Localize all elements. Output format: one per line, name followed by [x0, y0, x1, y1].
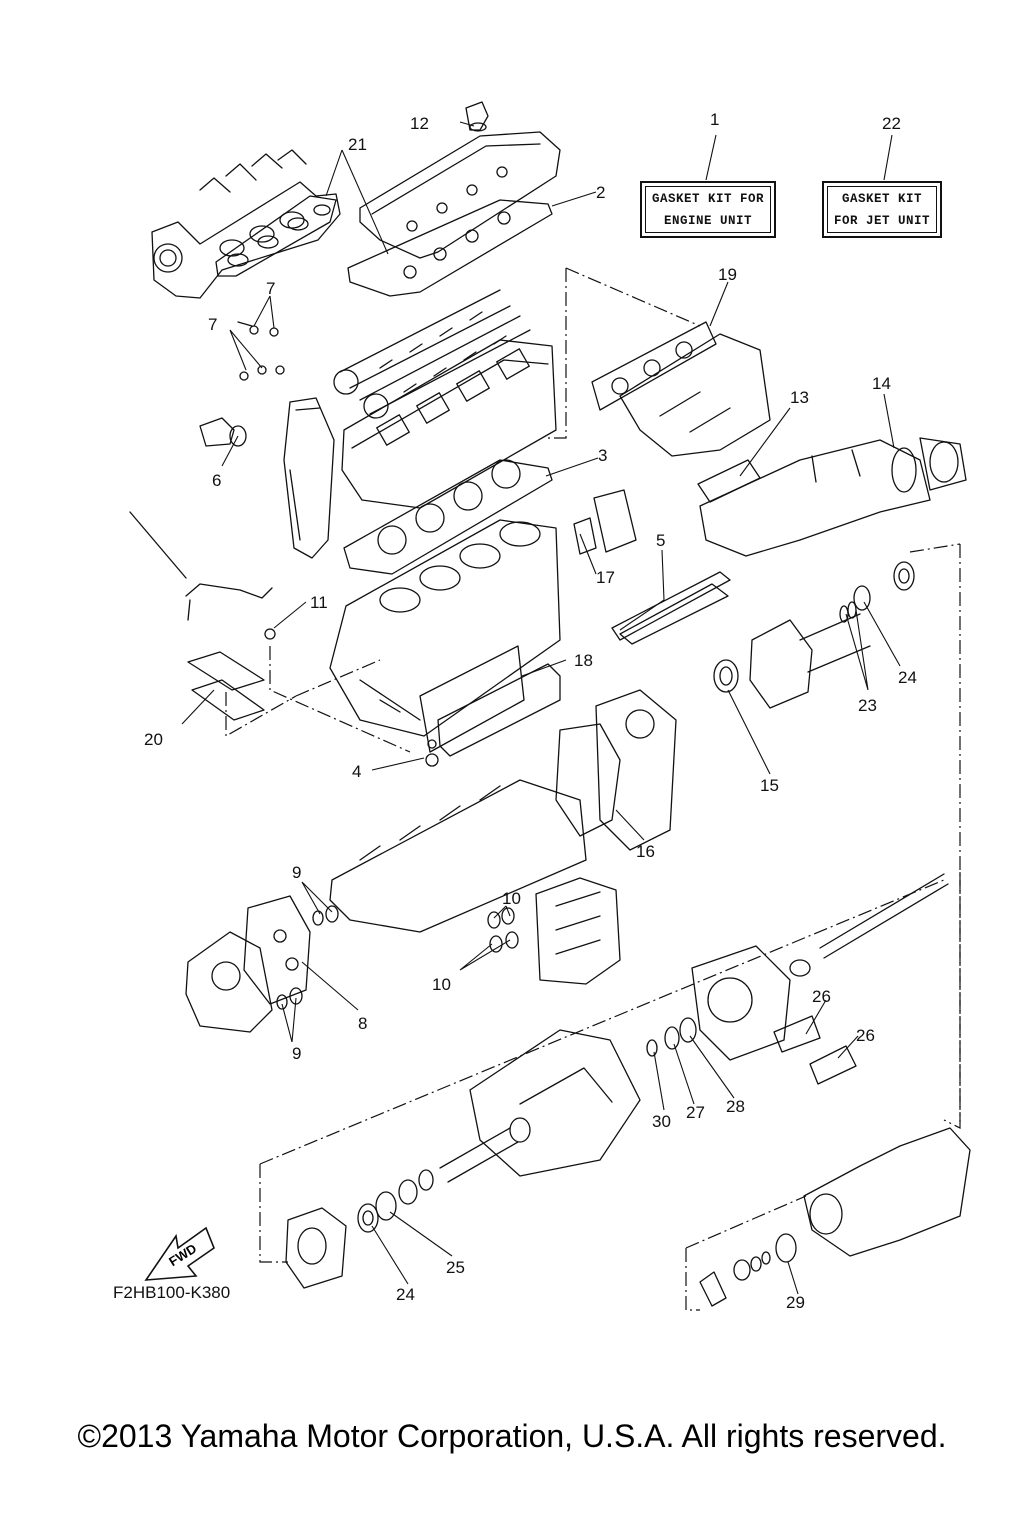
gasket-26-b	[809, 1045, 857, 1085]
drive-shaft	[789, 873, 949, 977]
callout-14: 14	[872, 374, 891, 393]
cylinder-head	[341, 339, 557, 509]
intake-manifold	[151, 149, 341, 299]
gasket-16	[555, 723, 621, 837]
gasket-13	[697, 459, 761, 503]
callout-25: 25	[446, 1258, 465, 1277]
callout-24-upper: 24	[898, 668, 917, 687]
exhaust-outlet	[919, 437, 967, 491]
gasket-18	[419, 645, 525, 753]
callout-29: 29	[786, 1293, 805, 1312]
gasket-14	[891, 447, 917, 493]
diagram-code: F2HB100-K380	[113, 1283, 231, 1302]
callout-13: 13	[790, 388, 809, 407]
starter-unit	[535, 877, 621, 985]
kit-engine-line1: GASKET KIT FOR	[651, 191, 765, 206]
kit-jet-line2: FOR JET UNIT	[833, 213, 930, 228]
callout-9-upper: 9	[292, 863, 301, 882]
breather-hose	[129, 511, 276, 640]
callout-26-upper: 26	[812, 987, 831, 1006]
impeller-housing	[469, 1029, 641, 1177]
fwd-arrow: FWD	[144, 1226, 215, 1281]
exploded-parts-diagram: FWD 2 3 4 5 6 7 7 8 9 9 10 10 11 12 13 1…	[129, 101, 971, 1312]
gasket-8	[243, 895, 311, 1005]
front-housing	[285, 1207, 347, 1289]
shaft-lower	[439, 1127, 519, 1183]
chain-tensioner-6	[199, 417, 247, 447]
leader-lines	[181, 121, 901, 1295]
callout-27: 27	[686, 1103, 705, 1122]
crankcase	[329, 739, 587, 933]
bearing-upper	[893, 561, 915, 591]
gasket-21	[215, 195, 337, 277]
callout-22: 22	[882, 114, 901, 133]
seals-27-28-30	[646, 1017, 697, 1057]
oil-seal-24-upper	[853, 585, 871, 611]
callout-30: 30	[652, 1112, 671, 1131]
gasket-19	[591, 321, 717, 411]
callout-10-lower: 10	[432, 975, 451, 994]
callout-6: 6	[212, 471, 221, 490]
seals-24-25-lower	[357, 1169, 434, 1233]
bearing-housing	[691, 945, 791, 1061]
collar-bushings	[699, 1251, 771, 1307]
callout-7-lower: 7	[208, 315, 217, 334]
callout-16: 16	[636, 842, 655, 861]
gasket-26-a	[773, 1015, 821, 1053]
callout-11: 11	[310, 593, 328, 612]
exhaust-pipe	[699, 439, 931, 557]
copyright-notice: ©2013 Yamaha Motor Corporation, U.S.A. A…	[77, 1418, 947, 1454]
callout-8: 8	[358, 1014, 367, 1033]
nozzle-assembly	[803, 1127, 971, 1257]
callout-18: 18	[574, 651, 593, 670]
camshafts	[333, 289, 531, 419]
coupling-housing	[595, 689, 677, 851]
callout-24-lower: 24	[396, 1285, 415, 1304]
callout-9-lower: 9	[292, 1044, 301, 1063]
magneto-cover	[185, 931, 273, 1033]
water-cover	[437, 663, 561, 757]
plate-gasket-20	[187, 651, 265, 721]
callout-23: 23	[858, 696, 877, 715]
head-cover-gasket-2	[347, 199, 553, 297]
bolts-7	[237, 321, 285, 381]
callout-26-lower: 26	[856, 1026, 875, 1045]
oil-seal-15	[713, 659, 739, 693]
callout-17: 17	[596, 568, 615, 587]
callout-7-upper: 7	[266, 279, 275, 298]
callout-21: 21	[348, 135, 367, 154]
gasket-17	[573, 517, 597, 555]
kit-jet-line1: GASKET KIT	[841, 191, 922, 206]
callout-20: 20	[144, 730, 163, 749]
callout-3: 3	[598, 446, 607, 465]
gasket-5	[611, 571, 731, 645]
callout-1: 1	[710, 110, 719, 129]
callout-4: 4	[352, 762, 361, 781]
head-gasket-3	[343, 459, 553, 575]
callout-5: 5	[656, 531, 665, 550]
gasket-kit-jet-box: GASKET KIT FOR JET UNIT	[822, 181, 942, 238]
callout-19: 19	[718, 265, 737, 284]
callout-28: 28	[726, 1097, 745, 1116]
timing-chain	[283, 397, 335, 559]
gasket-kit-engine-box: GASKET KIT FOR ENGINE UNIT	[640, 181, 776, 238]
kit-engine-line2: ENGINE UNIT	[663, 213, 752, 228]
cylinder-block	[329, 519, 561, 737]
cylinder-head-cover	[359, 101, 561, 259]
oil-pump	[593, 489, 637, 553]
oring-29	[775, 1233, 797, 1263]
coupler	[749, 613, 871, 709]
callout-10-upper: 10	[502, 889, 521, 908]
dowels-10	[487, 907, 519, 953]
callout-15: 15	[760, 776, 779, 795]
callout-12: 12	[410, 114, 429, 133]
exhaust-manifold	[619, 333, 771, 457]
group-brackets	[225, 267, 961, 1311]
callout-2: 2	[596, 183, 605, 202]
dowels-9	[276, 905, 339, 1010]
